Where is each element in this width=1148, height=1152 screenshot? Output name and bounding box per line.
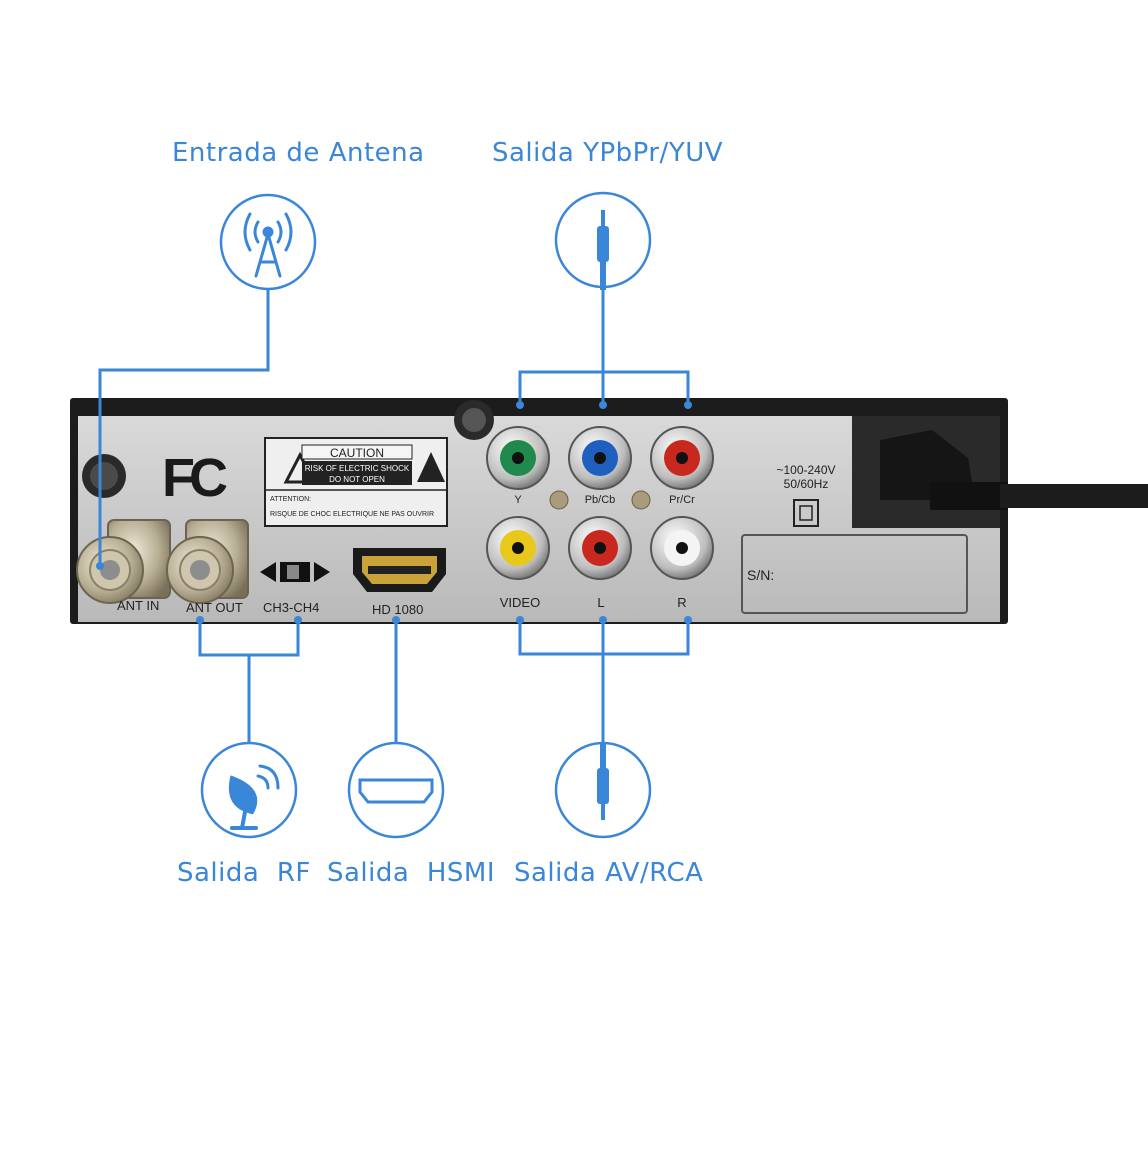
screw-icon bbox=[454, 400, 494, 440]
screw-icon bbox=[82, 454, 126, 498]
power-cord bbox=[880, 430, 1148, 510]
attention-line-1: ATTENTION: bbox=[270, 496, 311, 503]
double-insulation-icon bbox=[793, 499, 819, 527]
ant-in-connector bbox=[76, 519, 171, 604]
antenna-icon bbox=[219, 193, 317, 291]
hdmi-label: HD 1080 bbox=[372, 602, 423, 617]
rca-jack-y bbox=[486, 426, 550, 490]
rca-jack-video bbox=[486, 516, 550, 580]
caution-line-1: RISK OF ELECTRIC SHOCK bbox=[305, 464, 410, 473]
callout-antenna-in: Entrada de Antena bbox=[172, 138, 425, 168]
rca-jack-r bbox=[650, 516, 714, 580]
rca-jack-l bbox=[568, 516, 632, 580]
screw-icon bbox=[549, 490, 569, 510]
callout-ypbpr-out: Salida YPbPr/YUV bbox=[492, 138, 724, 168]
caution-title: CAUTION bbox=[330, 446, 384, 460]
channel-switch bbox=[260, 562, 330, 582]
video-label: VIDEO bbox=[500, 595, 540, 610]
ant-in-label: ANT IN bbox=[117, 598, 159, 613]
power-rating-line-2: 50/60Hz bbox=[784, 477, 829, 491]
ant-out-connector bbox=[166, 519, 249, 604]
callout-lines bbox=[98, 290, 690, 742]
comp-pr-label: Pr/Cr bbox=[669, 494, 695, 506]
comp-y-label: Y bbox=[514, 494, 522, 506]
callout-av-out: Salida AV/RCA bbox=[514, 858, 704, 888]
jack-plug-icon bbox=[554, 191, 652, 290]
callout-hdmi-out: Salida HSMI bbox=[327, 858, 496, 888]
channel-switch-label: CH3-CH4 bbox=[263, 600, 319, 615]
jack-plug-icon bbox=[554, 741, 652, 839]
satellite-dish-icon bbox=[200, 741, 298, 839]
audio-l-label: L bbox=[597, 595, 604, 610]
attention-line-2: RISQUE DE CHOC ELECTRIQUE NE PAS OUVRIR bbox=[270, 511, 434, 518]
serial-plate bbox=[741, 534, 968, 614]
power-rating-line-1: ~100-240V bbox=[776, 463, 835, 477]
caution-label: CAUTION RISK OF ELECTRIC SHOCK DO NOT OP… bbox=[264, 437, 448, 527]
callout-dots bbox=[96, 401, 692, 624]
callout-rf-out: Salida RF bbox=[177, 858, 311, 888]
serial-label: S/N: bbox=[747, 567, 774, 583]
screw-icon bbox=[631, 490, 651, 510]
comp-pb-label: Pb/Cb bbox=[585, 494, 616, 506]
fcc-logo: FC bbox=[162, 448, 227, 508]
rca-jack-pb bbox=[568, 426, 632, 490]
caution-line-2: DO NOT OPEN bbox=[329, 475, 385, 484]
hdmi-port bbox=[353, 548, 446, 592]
audio-r-label: R bbox=[677, 595, 686, 610]
ant-out-label: ANT OUT bbox=[186, 600, 243, 615]
hdmi-port-icon bbox=[347, 741, 445, 839]
rca-jack-pr bbox=[650, 426, 714, 490]
